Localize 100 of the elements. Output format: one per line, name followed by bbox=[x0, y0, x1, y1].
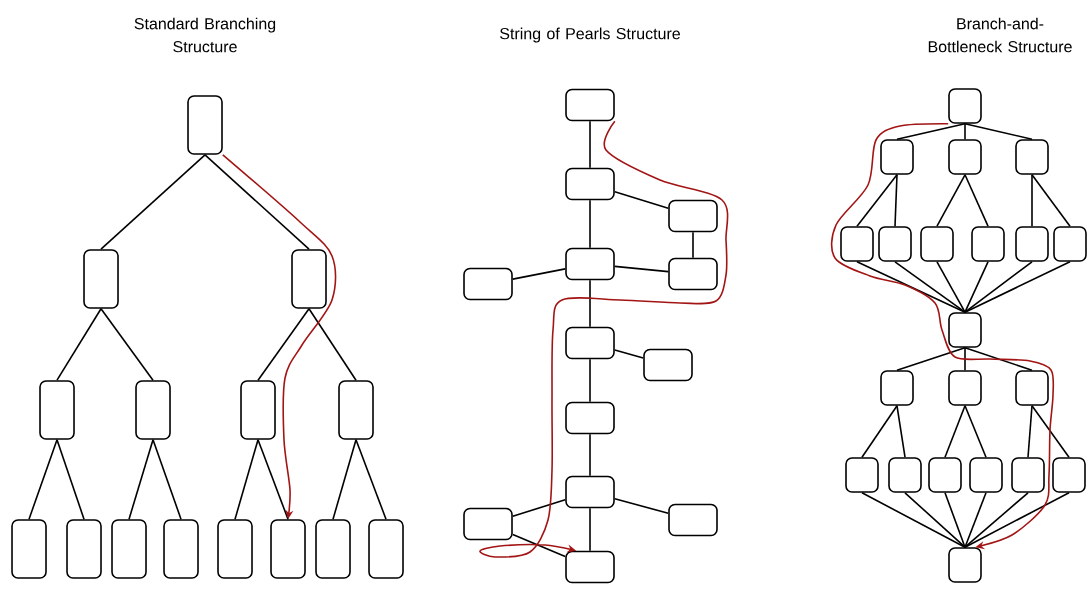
connector-line bbox=[964, 405, 987, 458]
connector-line bbox=[964, 123, 1033, 140]
connector-line bbox=[944, 405, 966, 458]
rounded-box bbox=[111, 519, 147, 579]
connector-line bbox=[355, 439, 387, 520]
rounded-box bbox=[920, 226, 954, 262]
connector-line bbox=[234, 439, 259, 520]
connector-line bbox=[964, 261, 989, 313]
rounded-box bbox=[971, 226, 1005, 262]
rounded-box bbox=[565, 401, 615, 435]
rounded-box bbox=[888, 457, 922, 493]
connector-line bbox=[56, 308, 102, 381]
rounded-box bbox=[840, 226, 874, 262]
connector-line bbox=[128, 439, 154, 520]
rounded-box bbox=[11, 519, 47, 579]
connector-line bbox=[589, 279, 591, 328]
connector-line bbox=[964, 492, 1070, 548]
rounded-box bbox=[240, 380, 276, 440]
rounded-box bbox=[880, 139, 914, 175]
connector-line bbox=[100, 154, 206, 250]
connector-line bbox=[589, 507, 591, 552]
connector-line bbox=[964, 492, 987, 548]
rounded-box bbox=[643, 348, 693, 382]
rounded-box bbox=[1015, 226, 1049, 262]
rounded-box bbox=[565, 88, 615, 122]
rounded-box bbox=[565, 167, 615, 201]
connector-line bbox=[964, 123, 966, 140]
connector-line bbox=[856, 261, 966, 313]
rounded-box bbox=[463, 507, 513, 541]
rounded-box bbox=[948, 370, 982, 406]
connector-line bbox=[512, 268, 566, 280]
connector-line bbox=[896, 347, 966, 371]
connector-line bbox=[936, 174, 966, 227]
rounded-box bbox=[1015, 139, 1049, 175]
connector-line bbox=[936, 261, 966, 313]
rounded-box bbox=[187, 95, 223, 155]
rounded-box bbox=[217, 519, 253, 579]
rounded-box bbox=[948, 88, 982, 124]
rounded-box bbox=[668, 199, 718, 233]
connector-line bbox=[904, 492, 966, 548]
rounded-box bbox=[1011, 457, 1045, 493]
connector-line bbox=[589, 199, 591, 249]
connector-line bbox=[964, 261, 1071, 313]
connector-line bbox=[589, 433, 591, 477]
rounded-box bbox=[270, 519, 306, 579]
connector-line bbox=[257, 439, 289, 520]
connector-line bbox=[1031, 174, 1071, 227]
rounded-box bbox=[948, 547, 982, 583]
connector-line bbox=[692, 231, 694, 259]
connector-line bbox=[614, 497, 669, 515]
connector-line bbox=[614, 349, 644, 359]
rounded-box bbox=[565, 550, 615, 584]
connector-line bbox=[1031, 174, 1033, 227]
rounded-box bbox=[1015, 370, 1049, 406]
connector-line bbox=[964, 347, 966, 371]
connector-line bbox=[964, 174, 989, 227]
connector-line bbox=[614, 190, 669, 210]
rounded-box bbox=[66, 519, 102, 579]
connector-line bbox=[152, 439, 182, 520]
rounded-box bbox=[39, 380, 75, 440]
rounded-box bbox=[291, 249, 327, 309]
connector-line bbox=[204, 154, 310, 250]
rounded-box bbox=[565, 475, 615, 509]
rounded-box bbox=[565, 247, 615, 281]
connector-line bbox=[856, 174, 898, 227]
rounded-box bbox=[315, 519, 351, 579]
connector-line bbox=[861, 492, 966, 548]
connector-line bbox=[257, 308, 310, 381]
curved-arrow bbox=[479, 120, 729, 558]
rounded-box bbox=[928, 457, 962, 493]
rounded-box bbox=[1052, 457, 1086, 493]
connector-line bbox=[964, 347, 1033, 371]
rounded-box bbox=[845, 457, 879, 493]
rounded-box bbox=[83, 249, 119, 309]
rounded-box bbox=[880, 370, 914, 406]
rounded-box bbox=[135, 380, 171, 440]
connector-line bbox=[512, 533, 566, 558]
connector-line bbox=[1031, 405, 1070, 458]
rounded-box bbox=[565, 326, 615, 360]
connector-line bbox=[589, 120, 591, 169]
panel-title: String of Pearls Structure bbox=[500, 27, 680, 43]
connector-line bbox=[28, 439, 58, 520]
rounded-box bbox=[163, 519, 199, 579]
curved-arrow bbox=[830, 123, 1055, 550]
connector-line bbox=[614, 265, 669, 273]
rounded-box bbox=[1053, 226, 1087, 262]
connector-line bbox=[964, 492, 1029, 548]
rounded-box bbox=[969, 457, 1003, 493]
connector-line bbox=[894, 174, 898, 227]
rounded-box bbox=[463, 267, 513, 301]
rounded-box bbox=[878, 226, 912, 262]
connector-line bbox=[964, 261, 1033, 313]
connector-line bbox=[896, 405, 906, 458]
connector-line bbox=[512, 498, 566, 517]
connector-line bbox=[589, 358, 591, 403]
connector-line bbox=[332, 439, 357, 520]
rounded-box bbox=[948, 139, 982, 175]
connector-line bbox=[894, 261, 966, 313]
connector-line bbox=[100, 308, 154, 381]
connector-line bbox=[944, 492, 966, 548]
